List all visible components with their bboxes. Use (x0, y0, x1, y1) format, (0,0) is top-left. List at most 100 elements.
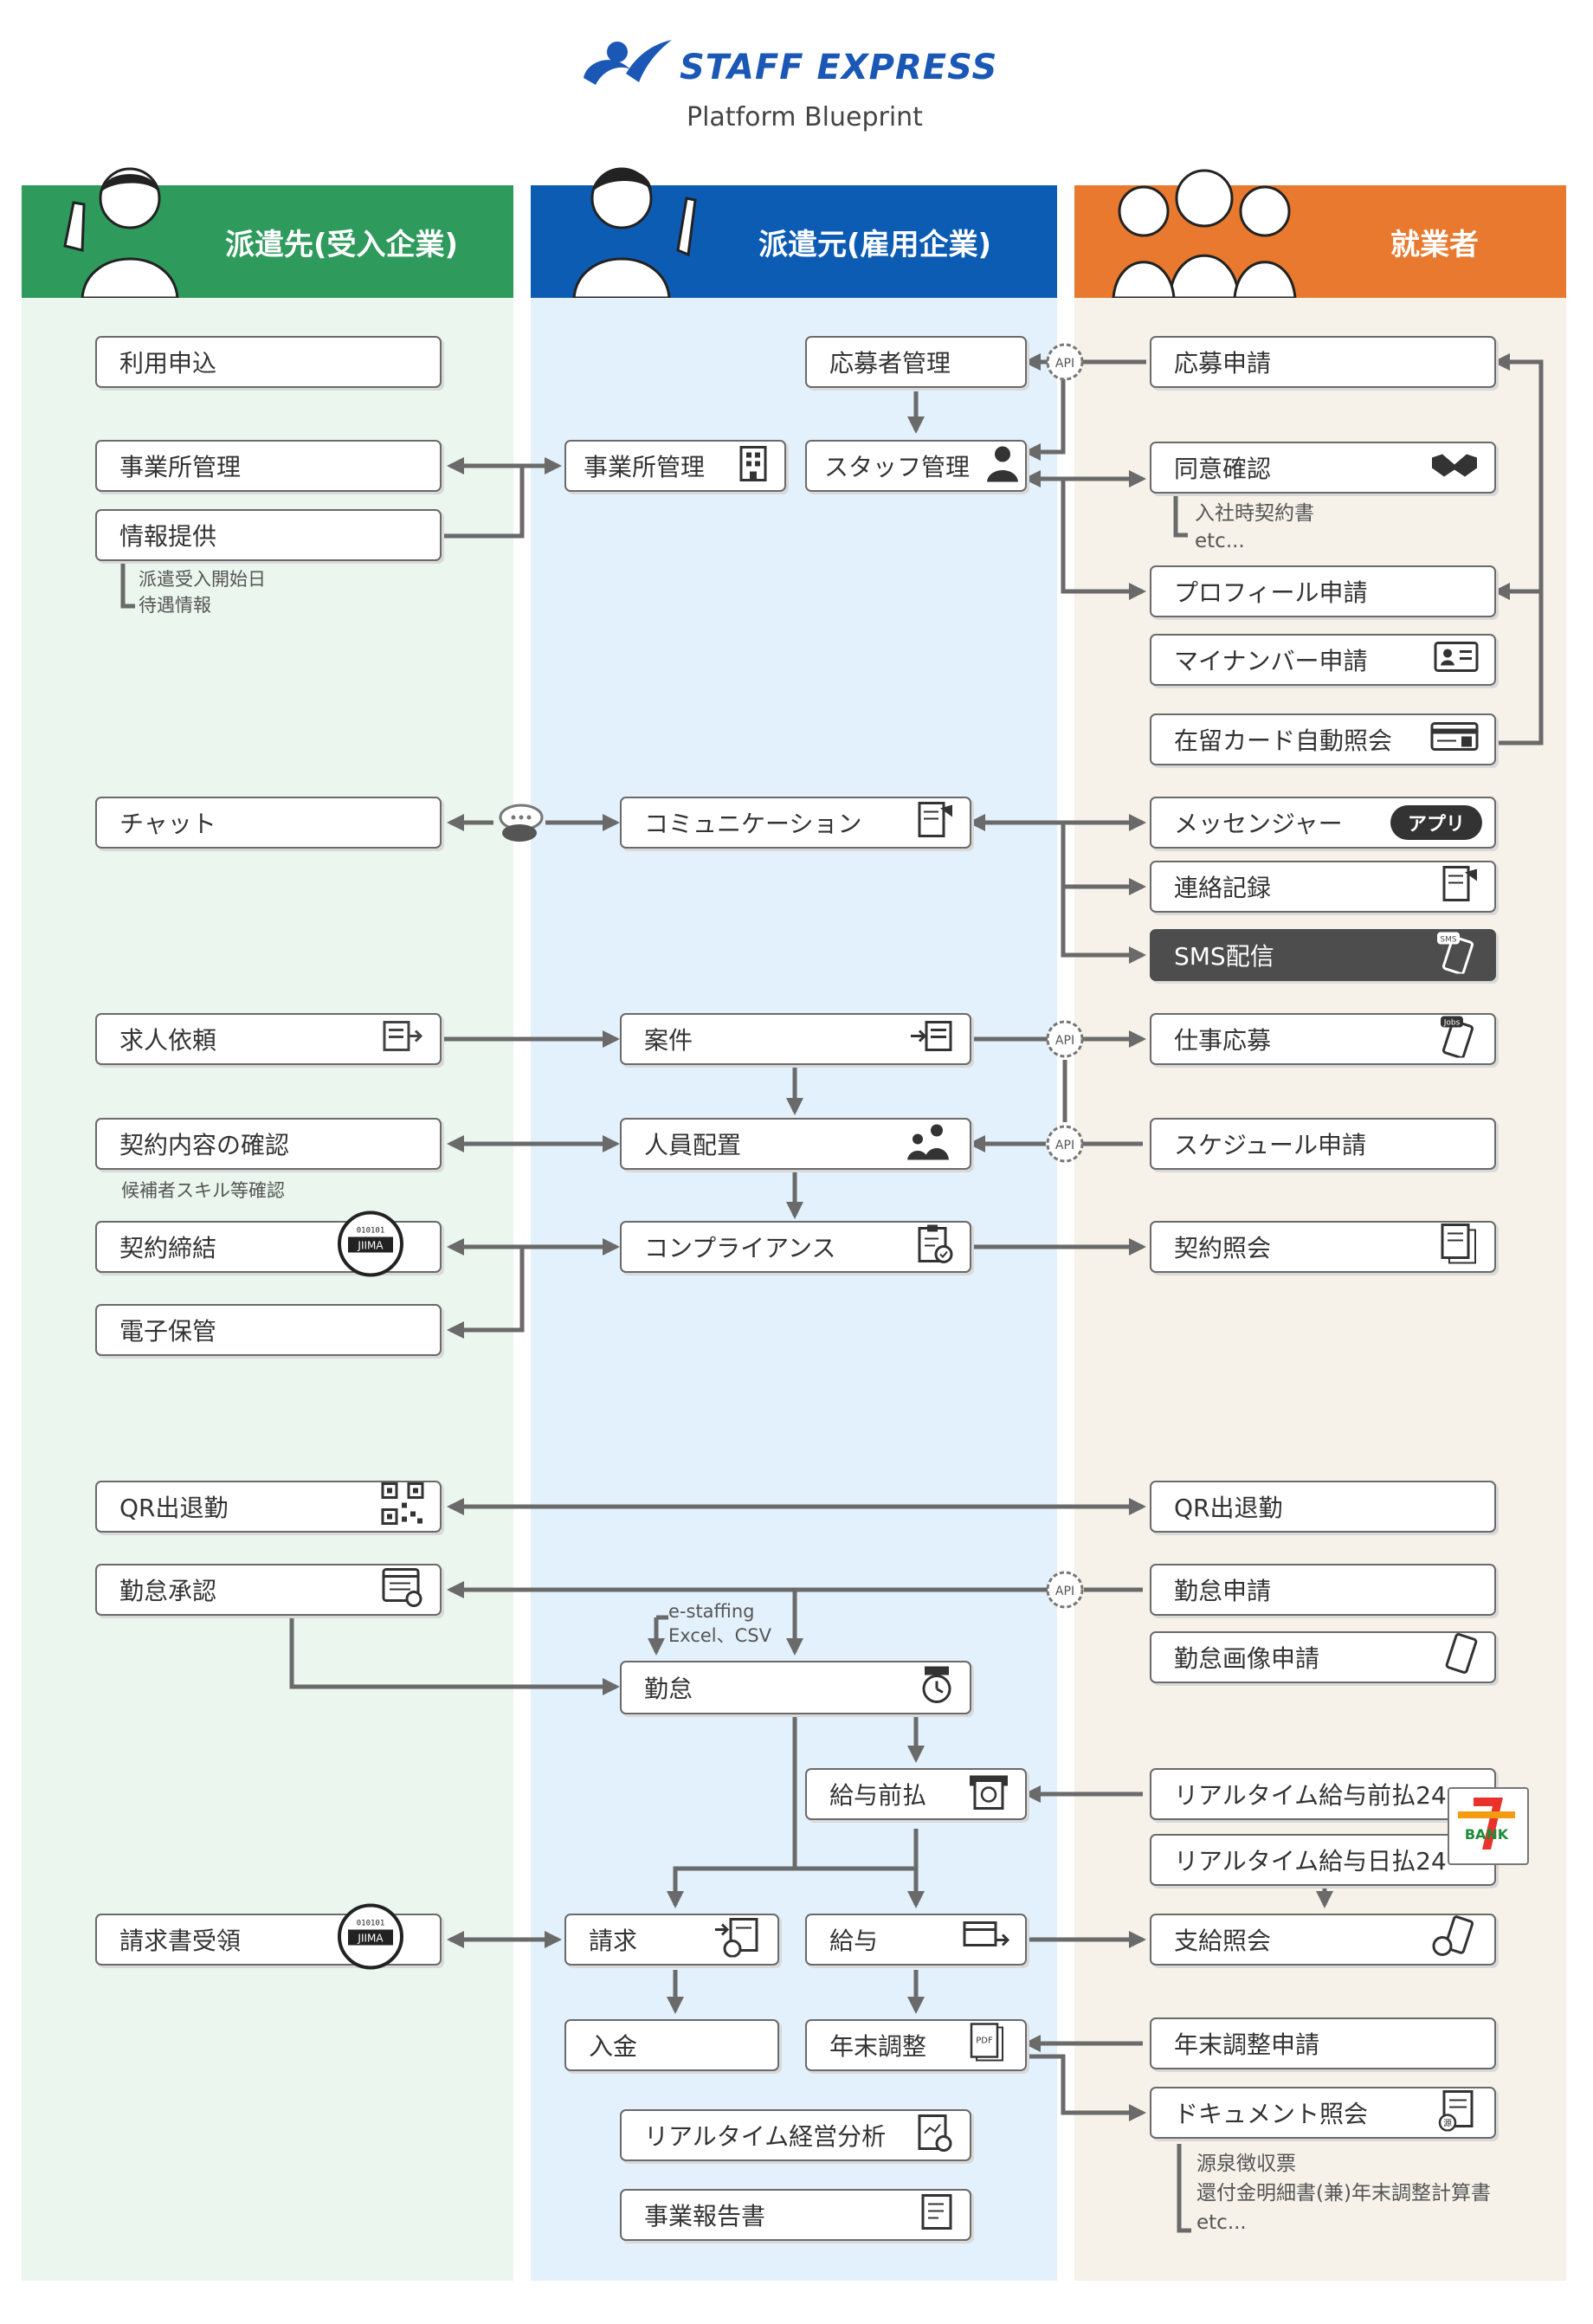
schedule-box[interactable]: スケジュール申請 (1150, 1118, 1496, 1170)
sms-label: SMS配信 (1174, 942, 1274, 971)
dispatcher-office-mgmt-box[interactable]: 事業所管理 (564, 440, 786, 492)
building-icon (738, 444, 769, 488)
worker-qr-box[interactable]: QR出退勤 (1150, 1481, 1496, 1533)
doc-note-3: etc... (1196, 2211, 1247, 2234)
placement-box[interactable]: 人員配置 (620, 1118, 971, 1170)
client-info-note-2: 待遇情報 (139, 595, 211, 616)
billing-box[interactable]: 請求 (564, 1914, 779, 1966)
client-e-storage-box[interactable]: 電子保管 (95, 1304, 442, 1356)
doc-note-2: 還付金明細書(兼)年末調整計算書 (1196, 2182, 1491, 2205)
client-person-illustration (63, 167, 179, 298)
app-badge: アプリ (1390, 805, 1482, 840)
doc-note-1: 源泉徴収票 (1196, 2153, 1296, 2175)
year-end-apply-box[interactable]: 年末調整申請 (1150, 2017, 1496, 2069)
svg-text:010101: 010101 (357, 1227, 385, 1236)
staff-mgmt-label: スタッフ管理 (824, 453, 971, 481)
seven-bank-logo: BANK (1448, 1787, 1529, 1865)
client-chat-box[interactable]: チャット (95, 797, 442, 849)
api-gear-icon: API (1044, 1018, 1086, 1060)
year-end-box[interactable]: 年末調整 PDF (805, 2019, 1027, 2071)
contract-view-box[interactable]: 契約照会 (1150, 1221, 1496, 1273)
my-number-box[interactable]: マイナンバー申請 (1150, 634, 1496, 686)
brand-name: STAFF EXPRESS (680, 48, 998, 87)
svg-text:API: API (1055, 1139, 1074, 1152)
client-contract-check-box[interactable]: 契約内容の確認 (95, 1118, 442, 1170)
client-apply-label: 利用申込 (119, 349, 217, 378)
api-gear-icon: API (1044, 1123, 1086, 1165)
client-contract-check-note: 候補者スキル等確認 (121, 1180, 285, 1201)
business-report-box[interactable]: 事業報告書 (620, 2189, 971, 2241)
rt-daily-box[interactable]: リアルタイム給与日払24 (1150, 1834, 1496, 1886)
attendance-image-box[interactable]: 勤怠画像申請 (1150, 1631, 1496, 1683)
sms-phone-icon: SMS (1435, 931, 1479, 980)
client-info-box[interactable]: 情報提供 (95, 509, 442, 561)
payroll-box[interactable]: 給与 (805, 1914, 1027, 1966)
checklist-icon (916, 1223, 954, 1271)
job-apply-box[interactable]: 仕事応募 Jobs (1150, 1013, 1496, 1065)
profile-box[interactable]: プロフィール申請 (1150, 565, 1496, 617)
doc-view-box[interactable]: ドキュメント照会 源 (1150, 2087, 1496, 2139)
attendance-apply-label: 勤怠申請 (1174, 1577, 1272, 1605)
residence-card-box[interactable]: 在留カード自動照会 (1150, 713, 1496, 765)
applicant-mgmt-box[interactable]: 応募者管理 (805, 336, 1027, 388)
compliance-box[interactable]: コンプライアンス (620, 1221, 971, 1273)
client-chat-label: チャット (119, 810, 216, 838)
sms-box[interactable]: SMS配信 SMS (1150, 929, 1496, 981)
dispatcher-title: 派遣元(雇用企業) (758, 227, 992, 262)
worker-qr-label: QR出退勤 (1174, 1494, 1283, 1522)
pay-view-box[interactable]: 支給照会 (1150, 1914, 1496, 1966)
analytics-label: リアルタイム経営分析 (644, 2122, 887, 2151)
consent-note-1: 入社時契約書 (1195, 502, 1314, 525)
compliance-label: コンプライアンス (644, 1234, 836, 1262)
client-job-request-box[interactable]: 求人依頼 (95, 1013, 442, 1065)
consent-box[interactable]: 同意確認 (1150, 442, 1496, 494)
job-request-icon (381, 1019, 424, 1060)
timer-icon (919, 1665, 954, 1711)
worker-apply-box[interactable]: 応募申請 (1150, 336, 1496, 388)
client-info-note-1: 派遣受入開始日 (139, 569, 266, 590)
svg-text:SMS: SMS (1440, 936, 1456, 945)
timesheet-icon (381, 1566, 424, 1614)
contract-view-label: 契約照会 (1174, 1234, 1272, 1262)
pdf-stack-icon: PDF (966, 2021, 1009, 2070)
pay-view-label: 支給照会 (1174, 1927, 1272, 1955)
svg-text:JIIMA: JIIMA (357, 1240, 384, 1252)
attendance-box[interactable]: 勤怠 (620, 1661, 971, 1714)
staff-mgmt-box[interactable]: スタッフ管理 (805, 440, 1027, 492)
rt-advance-box[interactable]: リアルタイム給与前払24 (1150, 1768, 1496, 1820)
worker-apply-label: 応募申請 (1174, 349, 1272, 378)
contact-log-box[interactable]: 連絡記録 (1150, 861, 1496, 913)
svg-text:JIIMA: JIIMA (357, 1933, 384, 1945)
year-end-label: 年末調整 (829, 2032, 927, 2061)
doc-view-label: ドキュメント照会 (1174, 2100, 1369, 2128)
attendance-apply-box[interactable]: 勤怠申請 (1150, 1564, 1496, 1616)
document-send-icon (916, 800, 954, 846)
handshake-icon (1430, 449, 1479, 487)
analytics-box[interactable]: リアルタイム経営分析 (620, 2109, 971, 2161)
client-attendance-approve-box[interactable]: 勤怠承認 (95, 1564, 442, 1616)
messenger-box[interactable]: メッセンジャー アプリ (1150, 797, 1496, 849)
client-e-storage-label: 電子保管 (119, 1317, 217, 1346)
client-apply-box[interactable]: 利用申込 (95, 336, 442, 388)
communication-label: コミュニケーション (644, 810, 862, 838)
project-box[interactable]: 案件 (620, 1013, 971, 1065)
consent-label: 同意確認 (1174, 455, 1272, 483)
communication-box[interactable]: コミュニケーション (620, 797, 971, 849)
brand-logo (578, 35, 674, 95)
svg-text:Jobs: Jobs (1443, 1019, 1461, 1028)
advance-pay-box[interactable]: 給与前払 (805, 1768, 1027, 1820)
client-office-mgmt-box[interactable]: 事業所管理 (95, 440, 442, 492)
deposit-box[interactable]: 入金 (564, 2019, 779, 2071)
rt-advance-label: リアルタイム給与前払24 (1174, 1781, 1447, 1810)
phone-icon (1444, 1633, 1479, 1682)
attendance-label: 勤怠 (644, 1675, 693, 1703)
client-qr-box[interactable]: QR出退勤 (95, 1481, 442, 1533)
analytics-report-icon (916, 2113, 954, 2159)
client-office-mgmt-label: 事業所管理 (119, 453, 242, 481)
dispatcher-office-mgmt-label: 事業所管理 (584, 453, 706, 481)
schedule-label: スケジュール申請 (1174, 1131, 1367, 1159)
api-gear-icon: API (1044, 341, 1086, 383)
qr-code-icon (381, 1482, 424, 1532)
